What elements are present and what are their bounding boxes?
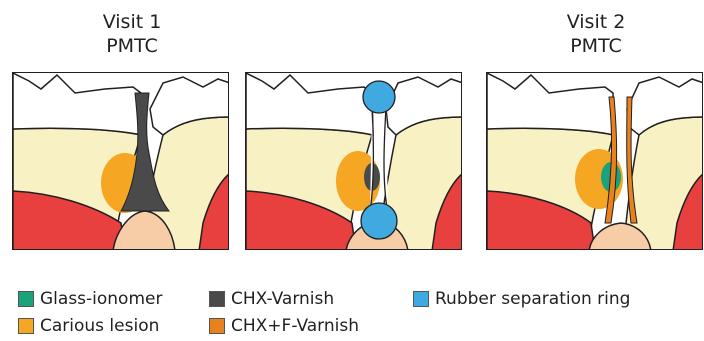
left-tooth-enamel bbox=[487, 73, 614, 135]
legend-glass-ionomer: Glass-ionomer bbox=[18, 288, 162, 310]
legend-glass-ionomer-label: Glass-ionomer bbox=[40, 289, 162, 309]
panel-2-illustration bbox=[246, 73, 462, 250]
panel-visit-2-restoration bbox=[486, 72, 703, 250]
visit-2-label: Visit 2 bbox=[546, 10, 646, 34]
left-tooth-enamel bbox=[13, 73, 142, 135]
chx-varnish-in-lesion bbox=[134, 168, 152, 194]
legend-carious-lesion: Carious lesion bbox=[18, 315, 159, 337]
legend-chx-varnish-label: CHX-Varnish bbox=[231, 289, 334, 309]
legend-chx-f-varnish-label: CHX+F-Varnish bbox=[231, 316, 359, 336]
legend-rubber-ring-label: Rubber separation ring bbox=[435, 289, 630, 309]
visit-2-caption: Visit 2 PMTC bbox=[546, 10, 646, 58]
left-tooth-enamel bbox=[246, 73, 373, 135]
visit-1-label: Visit 1 bbox=[82, 10, 182, 34]
visit-1-caption: Visit 1 PMTC bbox=[82, 10, 182, 58]
legend-chx-varnish: CHX-Varnish bbox=[209, 288, 334, 310]
legend-chx-f-varnish: CHX+F-Varnish bbox=[209, 315, 359, 337]
rubber-ring-lower bbox=[361, 203, 397, 239]
panel-1-illustration bbox=[13, 73, 229, 250]
panel-visit-1-chx-varnish bbox=[12, 72, 229, 250]
panel-rubber-separation-ring bbox=[245, 72, 462, 250]
visit-1-pmtc-label: PMTC bbox=[82, 34, 182, 58]
legend-carious-lesion-label: Carious lesion bbox=[40, 316, 159, 336]
legend-rubber-ring: Rubber separation ring bbox=[413, 288, 630, 310]
rubber-ring-swatch bbox=[413, 291, 429, 307]
rubber-ring-upper bbox=[363, 81, 395, 113]
chx-varnish-swatch bbox=[209, 291, 225, 307]
glass-ionomer-swatch bbox=[18, 291, 34, 307]
visit-2-pmtc-label: PMTC bbox=[546, 34, 646, 58]
panel-3-illustration bbox=[487, 73, 703, 250]
chx-f-varnish-swatch bbox=[209, 318, 225, 334]
carious-lesion-swatch bbox=[18, 318, 34, 334]
